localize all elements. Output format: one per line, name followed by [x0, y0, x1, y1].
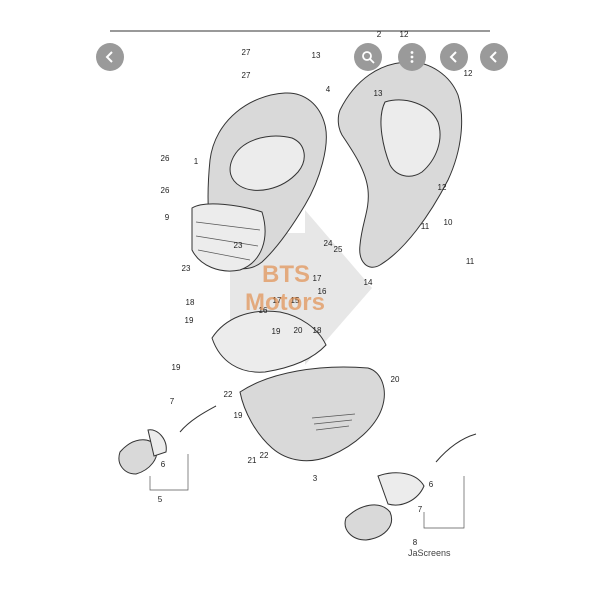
- callout-label: 3: [313, 474, 318, 483]
- callout-label: 16: [259, 306, 268, 315]
- back-button[interactable]: [440, 43, 468, 71]
- callout-label: 18: [186, 298, 195, 307]
- group-bracket-8: [423, 476, 465, 529]
- callout-label: 16: [318, 287, 327, 296]
- callout-label: 12: [464, 69, 473, 78]
- watermark-brand-line1: BTS: [262, 261, 310, 288]
- callout-label: 18: [313, 326, 322, 335]
- callout-label: 2: [377, 30, 382, 39]
- callout-label: 13: [374, 89, 383, 98]
- callout-label: 21: [248, 456, 257, 465]
- lens-search-button[interactable]: [354, 43, 382, 71]
- callout-label: 22: [260, 451, 269, 460]
- callout-label: 20: [294, 326, 303, 335]
- callout-label: 22: [224, 390, 233, 399]
- search-icon: [362, 51, 375, 64]
- callout-label: 26: [161, 186, 170, 195]
- callout-label: 24: [324, 239, 333, 248]
- callout-label: 11: [421, 222, 430, 231]
- callout-label: 17: [273, 296, 282, 305]
- callout-label: 4: [326, 85, 331, 94]
- callout-label: 6: [429, 480, 434, 489]
- group-bracket-5: [149, 454, 189, 491]
- callout-label: 13: [312, 51, 321, 60]
- callout-label: 19: [172, 363, 181, 372]
- front-shield-inner: [229, 135, 305, 191]
- callout-label: 27: [242, 48, 251, 57]
- callout-label: 12: [438, 183, 447, 192]
- watermark-credit: JaScreens: [408, 548, 451, 558]
- callout-label: 20: [391, 375, 400, 384]
- chevron-left-icon: [489, 51, 497, 63]
- callout-label: 5: [158, 495, 163, 504]
- callout-label: 1: [194, 157, 199, 166]
- prev-button[interactable]: [96, 43, 124, 71]
- floor-vent: [311, 413, 356, 431]
- chevron-left-icon: [105, 51, 113, 63]
- callout-label: 6: [161, 460, 166, 469]
- lower-cover-part: [211, 310, 327, 373]
- more-icon: [410, 51, 414, 63]
- callout-label: 19: [272, 327, 281, 336]
- callout-label: 23: [182, 264, 191, 273]
- next-button[interactable]: [480, 43, 508, 71]
- chevron-left-icon: [449, 51, 457, 63]
- callout-label: 27: [242, 71, 251, 80]
- callout-label: 8: [413, 538, 418, 547]
- callout-label: 10: [444, 218, 453, 227]
- leg-shield-panel: [380, 99, 441, 177]
- callout-label: 12: [400, 30, 409, 39]
- more-options-button[interactable]: [398, 43, 426, 71]
- callout-label: 7: [170, 397, 175, 406]
- right-turn-signal: [344, 433, 477, 541]
- callout-label: 23: [234, 241, 243, 250]
- callout-label: 15: [291, 296, 300, 305]
- callout-label: 7: [418, 505, 423, 514]
- callout-label: 14: [364, 278, 373, 287]
- watermark-brand-line2: Motors: [245, 289, 325, 316]
- callout-label: 26: [161, 154, 170, 163]
- callout-label: 17: [313, 274, 322, 283]
- front-grille-part: [191, 203, 266, 272]
- callout-label: 19: [234, 411, 243, 420]
- left-turn-signal: [118, 405, 217, 475]
- callout-label: 19: [185, 316, 194, 325]
- floor-panel-part: [239, 366, 385, 462]
- callout-label: 25: [334, 245, 343, 254]
- callout-label: 9: [165, 213, 170, 222]
- callout-label: 11: [466, 257, 475, 266]
